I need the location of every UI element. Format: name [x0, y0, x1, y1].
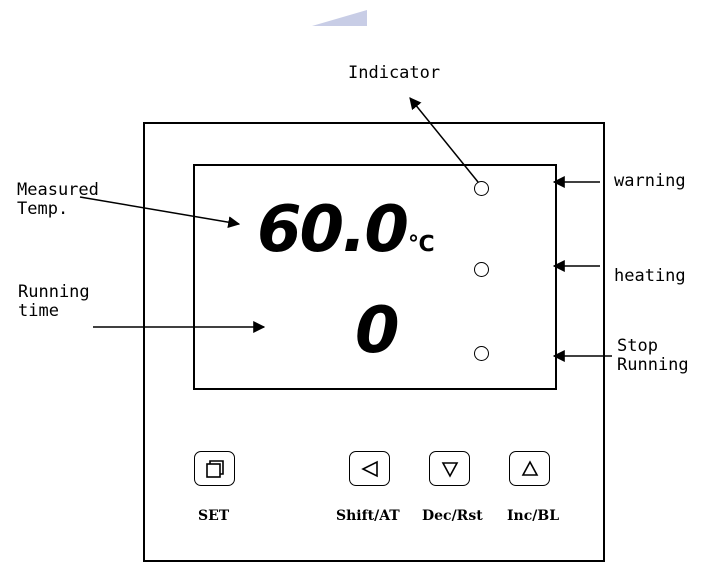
- warning-led: [474, 181, 489, 196]
- measured-temp-arrow: [79, 196, 241, 229]
- indicator-arrow: [409, 97, 479, 183]
- set-button[interactable]: [194, 451, 235, 486]
- heating-led: [474, 262, 489, 277]
- corner-mark: [312, 10, 367, 26]
- measured-temp-label: Measured Temp.: [17, 180, 99, 219]
- indicator-label: Indicator: [348, 63, 441, 83]
- heating-label: heating: [614, 266, 686, 286]
- temperature-unit: ℃: [408, 232, 435, 257]
- dec-rst-button[interactable]: [429, 451, 470, 486]
- display-window: [193, 164, 557, 390]
- triangle-up-icon: [521, 459, 538, 476]
- dec-rst-button-label: Dec/Rst: [422, 508, 483, 524]
- running-time-label: Running time: [18, 282, 90, 321]
- warning-label: warning: [614, 171, 686, 191]
- set-button-label: SET: [198, 508, 230, 524]
- stop-running-label: Stop Running: [617, 336, 689, 375]
- triangle-left-icon: [360, 460, 378, 477]
- temperature-readout: 60.0: [257, 193, 409, 267]
- stop-running-led: [474, 346, 489, 361]
- inc-bl-button[interactable]: [509, 451, 550, 486]
- shift-at-button-label: Shift/AT: [336, 508, 400, 524]
- triangle-down-icon: [441, 461, 458, 478]
- annotation-arrows: [79, 97, 612, 362]
- square-icon: [205, 459, 224, 478]
- running-time-readout: 0: [355, 294, 400, 368]
- shift-at-button[interactable]: [349, 451, 390, 486]
- inc-bl-button-label: Inc/BL: [507, 508, 560, 524]
